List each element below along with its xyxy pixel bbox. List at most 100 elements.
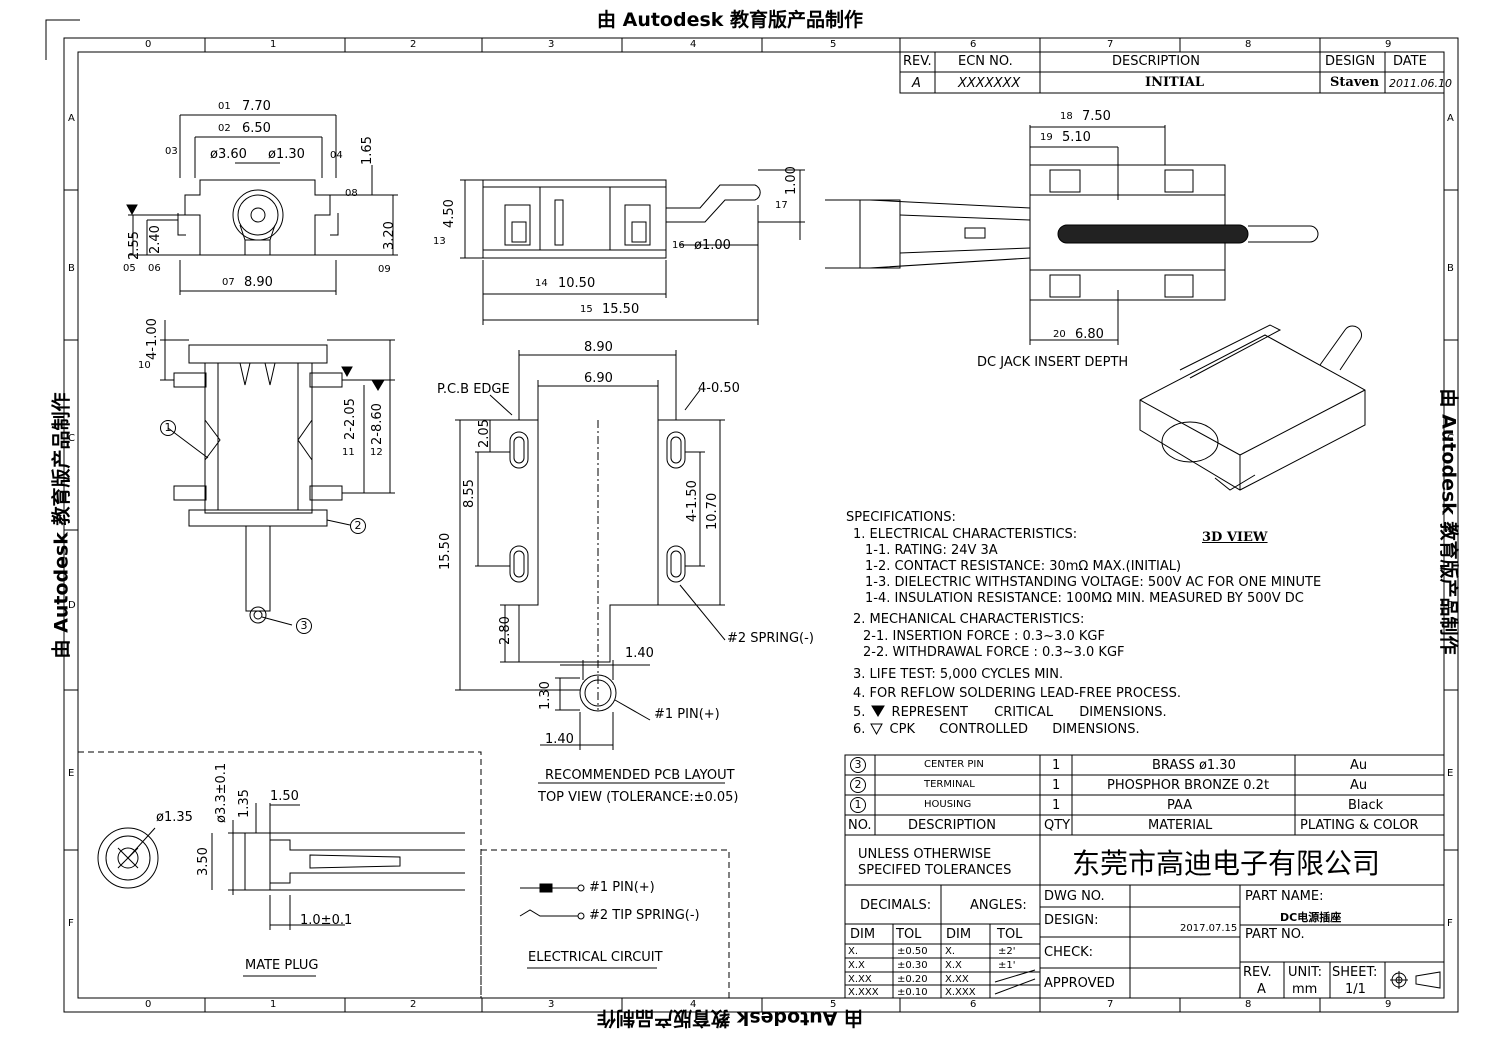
angle-tol: ±1' <box>998 960 1016 971</box>
callout: 13 <box>433 236 446 247</box>
part-name: DC电源插座 <box>1280 911 1342 924</box>
dim-label: 1.50 <box>270 789 299 804</box>
dim-label: 6.80 <box>1075 327 1104 342</box>
front-view <box>128 114 398 295</box>
part-name-label: PART NAME: <box>1245 889 1324 904</box>
dim-label: 1.40 <box>545 732 574 747</box>
rev-header-date: DATE <box>1393 54 1427 69</box>
dim-label: 2.55 <box>127 231 142 260</box>
decimals-label: DECIMALS: <box>860 898 932 913</box>
check-label: CHECK: <box>1044 945 1094 960</box>
side-view <box>460 169 805 325</box>
dim-label: ø1.00 <box>694 238 731 253</box>
dim-label: 1.40 <box>625 646 654 661</box>
row-label: B <box>68 263 75 274</box>
dim-label: 10.50 <box>558 276 596 291</box>
spec-line: 6. CPK CONTROLLED DIMENSIONS. <box>853 722 1140 737</box>
pcb-layout-title: RECOMMENDED PCB LAYOUT <box>545 768 735 783</box>
part-no-label: PART NO. <box>1245 927 1305 942</box>
bom-qty: 1 <box>1052 798 1061 813</box>
dim-label: 8.90 <box>584 340 613 355</box>
inner-frame <box>77 51 1445 999</box>
circuit-spring-label: #2 TIP SPRING(-) <box>589 908 700 923</box>
bom-no: 1 <box>850 797 866 813</box>
row-label: F <box>1447 918 1453 929</box>
col-label: 3 <box>548 999 555 1010</box>
rev-header-ecn: ECN NO. <box>958 54 1013 69</box>
rev-header-rev: REV. <box>903 54 932 69</box>
bom-plating: Au <box>1350 758 1368 773</box>
spec-line: 1-2. CONTACT RESISTANCE: 30mΩ MAX.(INITI… <box>865 559 1182 574</box>
3d-view-label: 3D VIEW <box>1202 530 1268 545</box>
callout: 12 <box>370 447 383 458</box>
dim-label: 4-1.00 <box>145 318 160 360</box>
dim-label: 2.80 <box>498 616 513 645</box>
col-label: 1 <box>270 999 277 1010</box>
dim-label: 7.70 <box>242 99 271 114</box>
unit-label: UNIT: <box>1288 965 1322 980</box>
spec-line: 2-1. INSERTION FORCE : 0.3~3.0 KGF <box>863 629 1105 644</box>
callout: 09 <box>378 264 391 275</box>
3d-view-drawing <box>1139 324 1366 491</box>
col-label: 9 <box>1385 999 1392 1010</box>
rev-value-ecn: XXXXXXX <box>958 76 1021 91</box>
dim-label: 1.00 <box>784 166 799 195</box>
decimal-tol: ±0.10 <box>897 987 928 998</box>
rev-value-date: 2011.06.10 <box>1389 77 1452 90</box>
circuit-title: ELECTRICAL CIRCUIT <box>528 950 663 965</box>
bom-plating: Black <box>1348 798 1384 813</box>
spec-line: 4. FOR REFLOW SOLDERING LEAD-FREE PROCES… <box>853 686 1182 701</box>
callout: 19 <box>1040 132 1053 143</box>
callout: 10 <box>138 360 151 371</box>
callout: 05 <box>123 263 136 274</box>
decimal-dim: X.XXX <box>848 987 879 998</box>
bom-qty: 1 <box>1052 758 1061 773</box>
dim-label: 2-8.60 <box>370 403 385 445</box>
company-name: 东莞市高迪电子有限公司 <box>1072 847 1381 880</box>
col-label: 8 <box>1245 999 1252 1010</box>
row-label: D <box>68 600 76 611</box>
insert-depth-caption: DC JACK INSERT DEPTH <box>977 355 1129 370</box>
callout: 03 <box>165 146 178 157</box>
tol-header: TOL <box>997 927 1023 942</box>
dim-label: 3.50 <box>196 847 211 876</box>
decimal-tol: ±0.50 <box>897 946 928 957</box>
spec-line: 2-2. WITHDRAWAL FORCE : 0.3~3.0 KGF <box>863 645 1125 660</box>
balloon-center-pin: 3 <box>296 618 312 634</box>
col-label: 1 <box>270 39 277 50</box>
decimal-dim: X. <box>848 946 859 957</box>
sheet-label: SHEET: <box>1332 965 1378 980</box>
dim-label: 7.50 <box>1082 109 1111 124</box>
dim-label: 5.10 <box>1062 130 1091 145</box>
spec-line: 1-1. RATING: 24V 3A <box>865 543 998 558</box>
design-label: DESIGN: <box>1044 913 1099 928</box>
callout: 08 <box>345 188 358 199</box>
col-label: 2 <box>410 999 417 1010</box>
bom-header-qty: QTY <box>1044 818 1071 833</box>
bom-header-no: NO. <box>848 818 872 833</box>
dim-label: 4-0.50 <box>698 381 740 396</box>
unit-value: mm <box>1292 982 1318 997</box>
row-label: A <box>1447 113 1454 124</box>
dim-label: 3.20 <box>382 221 397 250</box>
dim-label: 8.55 <box>462 479 477 508</box>
dim-label: 15.50 <box>602 302 640 317</box>
col-label: 6 <box>970 39 977 50</box>
spec-line: 2. MECHANICAL CHARACTERISTICS: <box>853 612 1085 627</box>
title-block-grid <box>844 834 1445 999</box>
angle-tol: ±2' <box>998 946 1016 957</box>
tolerance-note-line1: UNLESS OTHERWISE <box>858 847 992 862</box>
callout: 11 <box>342 447 355 458</box>
design-date: 2017.07.15 <box>1180 923 1238 934</box>
revision-table-grid <box>899 51 1445 94</box>
bom-header-material: MATERIAL <box>1148 818 1213 833</box>
bom-header-description: DESCRIPTION <box>908 818 996 833</box>
angle-dim: X.XX <box>945 974 969 985</box>
dim-label: 1.30 <box>538 681 553 710</box>
bom-material: BRASS ø1.30 <box>1152 758 1236 773</box>
callout: 07 <box>222 277 235 288</box>
balloon-terminal: 2 <box>350 518 366 534</box>
dim-label: 10.70 <box>705 492 720 530</box>
dim-label: ø3.60 <box>210 147 247 162</box>
bom-material: PHOSPHOR BRONZE 0.2t <box>1107 778 1270 793</box>
